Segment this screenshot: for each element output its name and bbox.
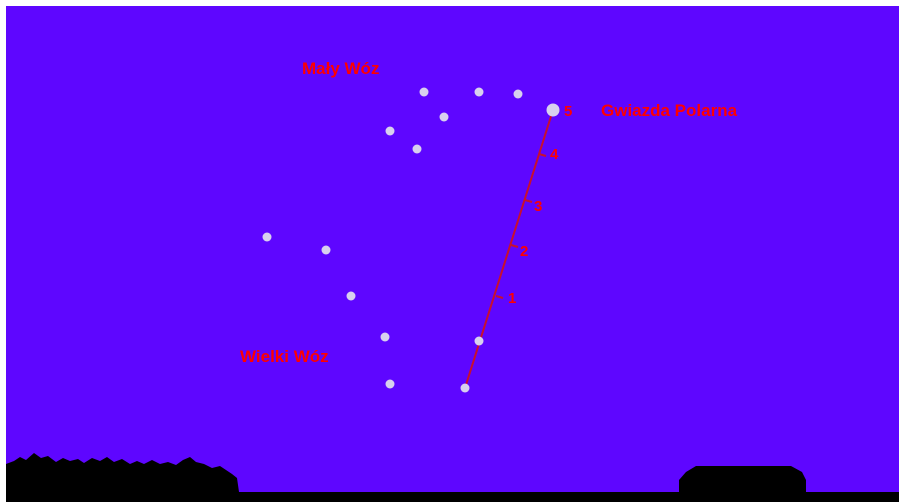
night-sky-scene: Mały Wóz Gwiazda Polarna Wielki Wóz 1 2 … [6,6,899,502]
big-dipper-label: Wielki Wóz [240,347,329,366]
star [386,127,395,136]
sky-background [6,6,899,502]
star [514,90,523,99]
distance-mark-3: 3 [534,198,542,215]
little-dipper-label: Mały Wóz [302,59,379,78]
star [475,88,484,97]
sky-diagram: Mały Wóz Gwiazda Polarna Wielki Wóz 1 2 … [6,6,899,502]
pointer-star-dubhe [461,384,470,393]
star [440,113,449,122]
polaris-label: Gwiazda Polarna [601,101,738,120]
star [322,246,331,255]
distance-mark-1: 1 [508,290,516,307]
star [386,380,395,389]
distance-mark-5: 5 [564,103,572,120]
star [381,333,390,342]
star [347,292,356,301]
star [413,145,422,154]
distance-mark-2: 2 [520,243,528,260]
star [263,233,272,242]
star [420,88,429,97]
pointer-star-merak [475,337,484,346]
building-base [682,479,804,493]
distance-mark-4: 4 [550,146,559,163]
polaris-star [547,104,560,117]
